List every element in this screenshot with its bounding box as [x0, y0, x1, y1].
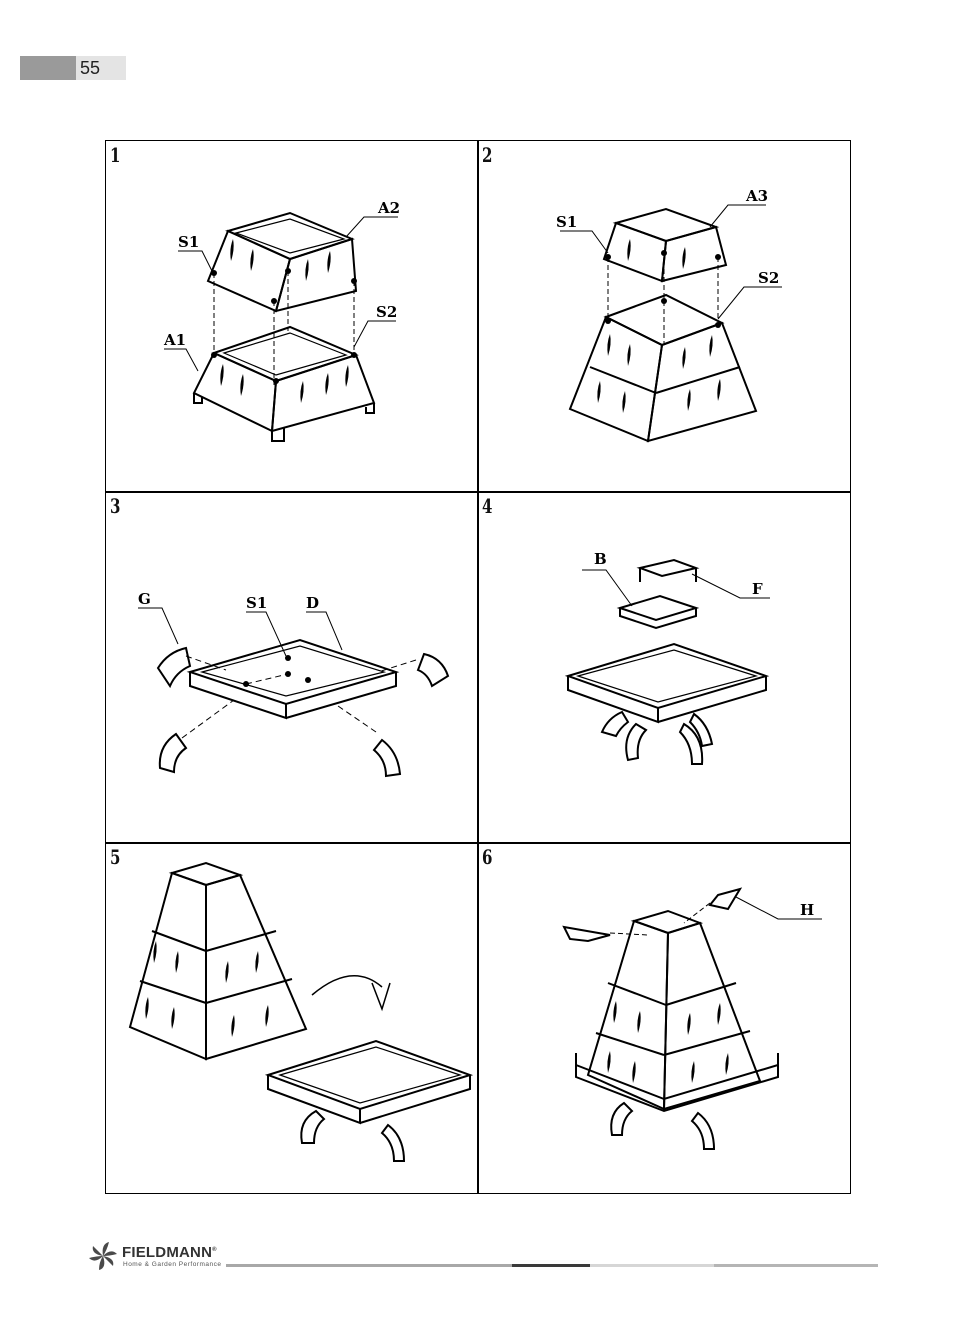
footer-rule-segment — [512, 1264, 590, 1267]
page-number-tab: 55 — [20, 56, 126, 80]
label-f: F — [752, 580, 763, 598]
label-s1: S1 — [178, 233, 199, 251]
step-5-panel: 5 — [106, 843, 478, 1194]
label-s1: S1 — [556, 213, 577, 231]
label-d: D — [306, 594, 319, 612]
step-3-illustration: G S1 D — [138, 590, 450, 778]
label-h: H — [800, 901, 814, 919]
step-number: 2 — [482, 143, 493, 167]
label-b: B — [594, 550, 607, 568]
grid-divider-row2 — [106, 842, 850, 844]
page-tab-bar — [20, 56, 76, 80]
label-a2: A2 — [377, 199, 400, 217]
brand-tagline: Home & Garden Performance — [123, 1261, 222, 1268]
step-number: 4 — [482, 494, 493, 518]
step-number: 5 — [110, 845, 121, 869]
step-3-panel: 3 — [106, 492, 478, 843]
fan-logo-icon — [89, 1242, 117, 1270]
step-6-panel: 6 — [478, 843, 850, 1194]
step-4-illustration: B F — [564, 550, 770, 765]
step-6-illustration: H — [562, 887, 822, 1150]
step-number: 6 — [482, 845, 493, 869]
page-number: 55 — [76, 56, 126, 80]
assembly-diagram-grid: 1 — [105, 140, 851, 1194]
footer-rule-segment — [590, 1264, 714, 1267]
step-4-panel: 4 — [478, 492, 850, 843]
fieldmann-logo: FIELDMANN® Home & Garden Performance — [86, 1240, 226, 1272]
grid-divider-vertical — [477, 141, 479, 1193]
step-1-illustration: A2 S1 S2 A1 — [163, 199, 400, 442]
step-2-panel: 2 — [478, 141, 850, 492]
label-a1: A1 — [163, 331, 186, 349]
grid-divider-row1 — [106, 491, 850, 493]
step-number: 1 — [110, 143, 121, 167]
label-s2: S2 — [376, 303, 397, 321]
footer-rule-segment — [714, 1264, 878, 1267]
brand-name: FIELDMANN® — [122, 1244, 217, 1261]
label-s2: S2 — [758, 269, 779, 287]
step-number: 3 — [110, 494, 121, 518]
label-a3: A3 — [745, 187, 768, 205]
step-5-illustration — [128, 861, 474, 1162]
step-2-illustration: A3 S1 S2 — [556, 187, 782, 443]
footer-rule-segment — [226, 1264, 512, 1267]
step-1-panel: 1 — [106, 141, 478, 492]
label-g: G — [138, 590, 151, 608]
label-s1: S1 — [246, 594, 267, 612]
